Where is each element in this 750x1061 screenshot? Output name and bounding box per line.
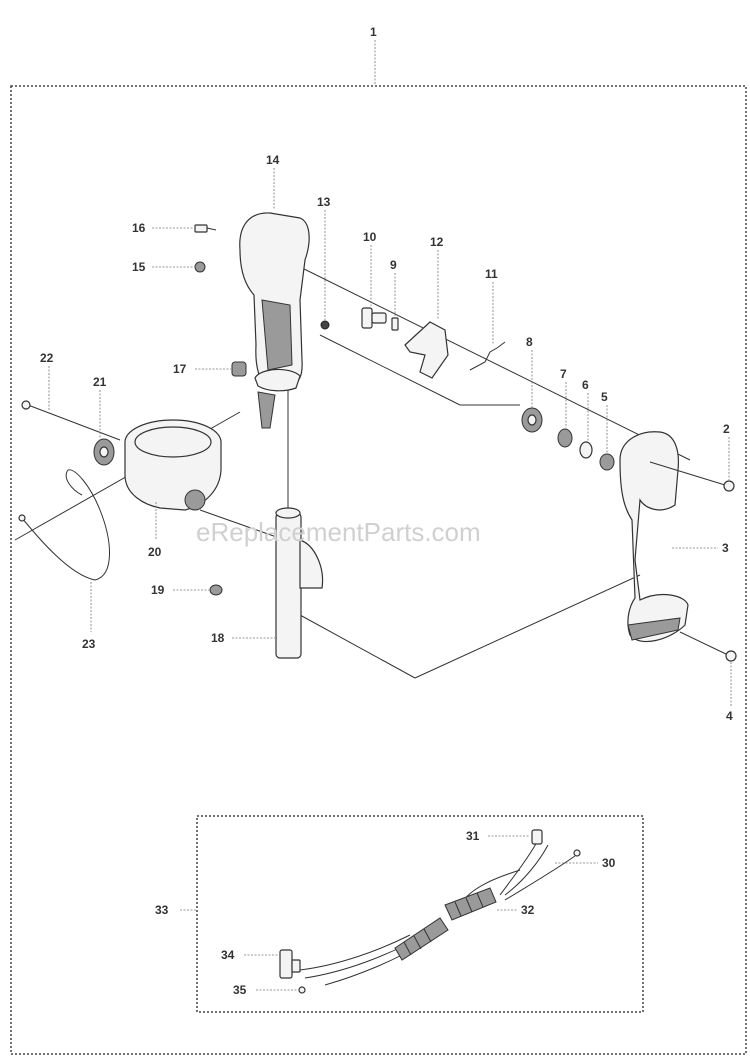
callout-1[interactable]: 1: [370, 25, 377, 39]
callout-6[interactable]: 6: [582, 378, 589, 392]
callout-14[interactable]: 14: [266, 153, 280, 167]
connector-line: [299, 614, 416, 679]
watermark: eReplacementParts.com: [196, 517, 481, 547]
handle-grip-part-3[interactable]: [619, 431, 689, 643]
spring-part-13[interactable]: [320, 320, 330, 330]
washer-part-7[interactable]: [557, 428, 573, 448]
spring-part-11[interactable]: [469, 341, 506, 371]
callout-20[interactable]: 20: [148, 545, 162, 559]
callout-35[interactable]: 35: [233, 983, 247, 997]
callout-19[interactable]: 19: [151, 583, 165, 597]
clamp-part-20[interactable]: [124, 419, 222, 511]
handle-housing-part-14[interactable]: [239, 212, 310, 429]
callout-31[interactable]: 31: [466, 829, 480, 843]
trigger-part-12[interactable]: [404, 321, 449, 379]
callout-8[interactable]: 8: [526, 335, 533, 349]
callout-16[interactable]: 16: [132, 221, 146, 235]
main-assembly-outline: [10, 85, 747, 1055]
bolt-part-4[interactable]: [679, 631, 737, 662]
callout-5[interactable]: 5: [601, 390, 608, 404]
callout-30[interactable]: 30: [602, 856, 616, 870]
nut-part-5[interactable]: [599, 453, 615, 471]
callout-4[interactable]: 4: [726, 709, 733, 723]
callout-7[interactable]: 7: [560, 367, 567, 381]
tube-part-18[interactable]: [275, 390, 324, 659]
callout-12[interactable]: 12: [430, 235, 444, 249]
sleeve-part-32[interactable]: [394, 887, 497, 961]
connector-line: [319, 334, 461, 406]
callout-17[interactable]: 17: [173, 362, 187, 376]
callout-10[interactable]: 10: [363, 230, 377, 244]
switch-part-34[interactable]: [279, 949, 301, 979]
callout-22[interactable]: 22: [40, 351, 54, 365]
nut-part-19[interactable]: [209, 584, 223, 596]
connector-line: [199, 509, 286, 541]
callout-18[interactable]: 18: [211, 631, 225, 645]
callout-21[interactable]: 21: [93, 375, 107, 389]
connector-line: [414, 574, 641, 679]
wire-clip-part-23[interactable]: [21, 469, 110, 581]
screw-part-16[interactable]: [194, 224, 217, 233]
callout-11[interactable]: 11: [485, 267, 498, 281]
wiring-subassembly-outline: [196, 815, 644, 1013]
nut-part-17[interactable]: [231, 361, 247, 377]
callout-15[interactable]: 15: [132, 260, 146, 274]
nut-part-15[interactable]: [194, 261, 206, 273]
callout-13[interactable]: 13: [317, 195, 331, 209]
connector-part-31[interactable]: [531, 829, 543, 845]
callout-33[interactable]: 33: [155, 903, 169, 917]
callout-32[interactable]: 32: [521, 903, 535, 917]
callout-23[interactable]: 23: [82, 637, 96, 651]
bolt-part-2[interactable]: [649, 461, 735, 492]
bushing-part-8[interactable]: [521, 407, 543, 433]
callout-9[interactable]: 9: [390, 258, 397, 272]
callout-3[interactable]: 3: [722, 541, 729, 555]
terminal-part-35[interactable]: [298, 986, 306, 994]
lever-part-10[interactable]: [361, 307, 387, 329]
washer-part-6[interactable]: [579, 441, 593, 459]
callout-34[interactable]: 34: [221, 948, 235, 962]
pin-part-9[interactable]: [391, 317, 399, 331]
nut-part-21[interactable]: [93, 438, 115, 466]
connector-line: [289, 261, 691, 461]
callout-2[interactable]: 2: [723, 422, 730, 436]
bolt-part-22[interactable]: [21, 400, 121, 441]
terminal-part-30[interactable]: [573, 849, 581, 857]
